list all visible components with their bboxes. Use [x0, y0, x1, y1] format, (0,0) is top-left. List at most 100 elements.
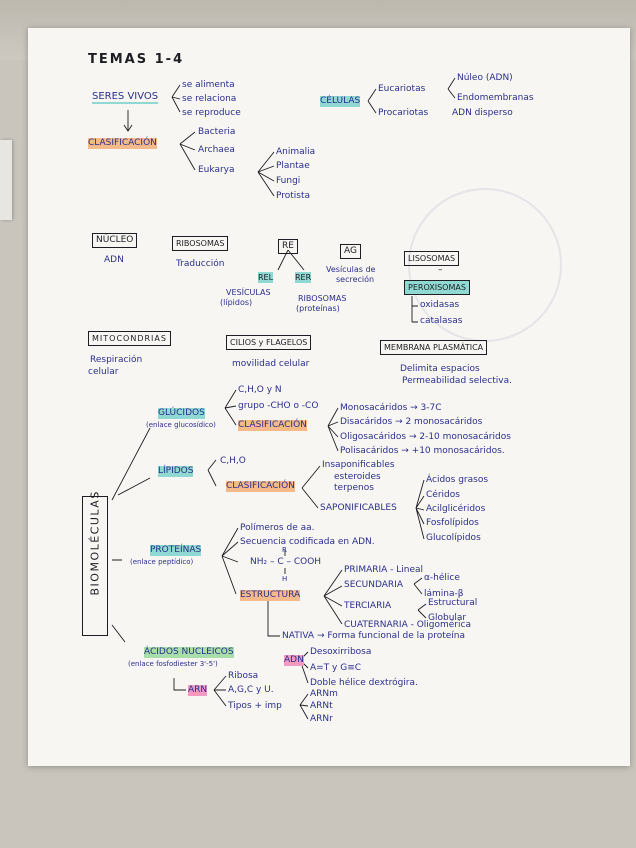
separator-dash: – [438, 265, 443, 275]
secundaria-item: α-hélice [424, 573, 460, 583]
glucidos-item: C,H,O y N [238, 385, 282, 395]
seres-vivos-label: SERES VIVOS [92, 91, 159, 104]
nucleo-box: NÚCLEO [92, 233, 138, 248]
clasificacion-item: Archaea [198, 145, 235, 155]
rel-desc: VESÍCULAS [226, 288, 271, 297]
seres-vivos-item: se alimenta [182, 80, 235, 90]
adn-item: Desoxirribosa [310, 647, 372, 657]
estructura-item: SECUNDARIA [344, 580, 403, 590]
glucidos-clase: Oligosacáridos → 2-10 monosacáridos [340, 432, 511, 442]
mitocondrias-box: MITOCONDRIAS [88, 331, 171, 346]
arn-item: Tipos + imp [228, 701, 282, 711]
acidos-enlace: (enlace fosfodiester 3'-5') [128, 660, 218, 668]
arn-item: Ribosa [228, 671, 259, 681]
glucidos-item: grupo -CHO o -CO [238, 401, 319, 411]
mitocondrias-desc: celular [88, 367, 119, 377]
rel-desc: (lípidos) [220, 298, 253, 307]
terciaria-item: Estructural [428, 598, 478, 608]
ribosomas-desc: Traducción [176, 259, 225, 269]
formula-h: H [282, 575, 288, 583]
terciaria-item: Globular [428, 613, 467, 623]
paper-edge-left [0, 140, 12, 220]
glucidos-enlace: (enlace glucosídico) [146, 421, 216, 429]
nucleo-desc: ADN [104, 255, 124, 265]
proteinas-label: PROTEÍNAS [150, 545, 202, 556]
arn-item: A,G,C y U. [228, 685, 274, 695]
biomoleculas-label: BIOMOLÉCULAS [88, 490, 102, 596]
arn-label: ARN [188, 685, 208, 696]
proteinas-item: Secuencia codificada en ADN. [240, 537, 375, 547]
arn-tipo: ARNr [310, 714, 333, 724]
acidos-label: ÁCIDOS NUCLEICOS [144, 647, 234, 658]
glucidos-clase: Disacáridos → 2 monosacáridos [340, 417, 483, 427]
saponificables-item: Céridos [426, 490, 460, 500]
eukarya-item: Protista [276, 191, 311, 201]
insaponificables-item: terpenos [334, 483, 374, 493]
lipidos-item: C,H,O [220, 456, 246, 466]
lipidos-clasificacion: CLASIFICACIÓN [226, 481, 295, 492]
clasificacion-label: CLASIFICACIÓN [88, 138, 157, 149]
membrana-box: MEMBRANA PLASMÁTICA [380, 340, 488, 355]
lisosomas-box: LISOSOMAS [404, 251, 460, 266]
secundaria-item: lámina-β [424, 589, 464, 599]
page-title: TEMAS 1-4 [88, 52, 185, 67]
eukarya-item: Plantae [276, 161, 310, 171]
celulas-label: CÉLULAS [320, 96, 361, 107]
arn-tipo: ARNt [310, 701, 333, 711]
rer-label: RER [295, 272, 312, 283]
glucidos-clasificacion: CLASIFICACIÓN [238, 420, 307, 431]
rer-desc: RIBOSOMAS [298, 294, 347, 303]
clasificacion-item: Bacteria [198, 127, 236, 137]
saponificables-item: Ácidos grasos [426, 475, 489, 485]
adn-item: Doble hélice dextrógira. [310, 678, 418, 688]
proteinas-item: Polímeros de aa. [240, 523, 315, 533]
estructura-item: CUATERNARIA - Oligomérica [344, 620, 471, 630]
estructura-item: TERCIARIA [344, 601, 392, 611]
ribosomas-box: RIBOSOMAS [172, 236, 229, 251]
seres-vivos-item: se reproduce [182, 108, 241, 118]
clasificacion-item: Eukarya [198, 165, 235, 175]
arn-tipo: ARNm [310, 689, 338, 699]
eukarya-item: Fungi [276, 176, 301, 186]
procariotas-item: ADN disperso [452, 108, 513, 118]
rer-desc: (proteínas) [296, 304, 340, 313]
glucidos-label: GLÚCIDOS [158, 408, 205, 419]
re-box: RE [278, 239, 298, 254]
glucidos-clase: Monosacáridos → 3-7C [340, 403, 442, 413]
nativa-text: NATIVA → Forma funcional de la proteína [282, 631, 465, 641]
saponificables-label: SAPONIFICABLES [320, 503, 397, 513]
cilios-desc: movilidad celular [232, 359, 310, 369]
membrana-desc: Permeabilidad selectiva. [402, 376, 512, 386]
seres-vivos-item: se relaciona [182, 94, 237, 104]
saponificables-item: Fosfolípidos [426, 518, 479, 528]
formula-r: R [282, 546, 287, 554]
eukarya-item: Animalia [276, 147, 316, 157]
insaponificables-item: esteroides [334, 472, 381, 482]
adn-item: A=T y G≡C [310, 663, 362, 673]
eucariotas-item: Endomembranas [457, 93, 534, 103]
eucariotas-item: Núleo (ADN) [457, 73, 513, 83]
eucariotas-label: Eucariotas [378, 84, 426, 94]
mitocondrias-desc: Respiración [90, 355, 143, 365]
peroxisomas-item: oxidasas [420, 300, 460, 310]
procariotas-label: Procariotas [378, 108, 429, 118]
seres-vivos-text: SERES VIVOS [92, 91, 159, 104]
peroxisomas-item: catalasas [420, 316, 463, 326]
peroxisomas-box: PEROXISOMAS [404, 280, 470, 295]
saponificables-item: Acilglicéridos [426, 504, 486, 514]
glucidos-clase: Polisacáridos → +10 monosacáridos. [340, 446, 505, 456]
biomoleculas-box [82, 496, 108, 636]
membrana-desc: Delimita espacios [400, 364, 480, 374]
aminoacid-formula: NH₂ – C – COOH [250, 557, 322, 567]
estructura-label: ESTRUCTURA [240, 590, 301, 601]
ag-desc: Vesículas de [326, 265, 376, 274]
ag-desc: secreción [336, 275, 375, 284]
ag-box: AG [340, 244, 361, 259]
insaponificables-label: Insaponificables [322, 460, 395, 470]
saponificables-item: Glucolípidos [426, 533, 481, 543]
lipidos-label: LÍPIDOS [158, 466, 194, 477]
proteinas-enlace: (enlace peptídico) [130, 558, 194, 566]
rel-label: REL [258, 272, 274, 283]
note-sheet [28, 28, 630, 766]
